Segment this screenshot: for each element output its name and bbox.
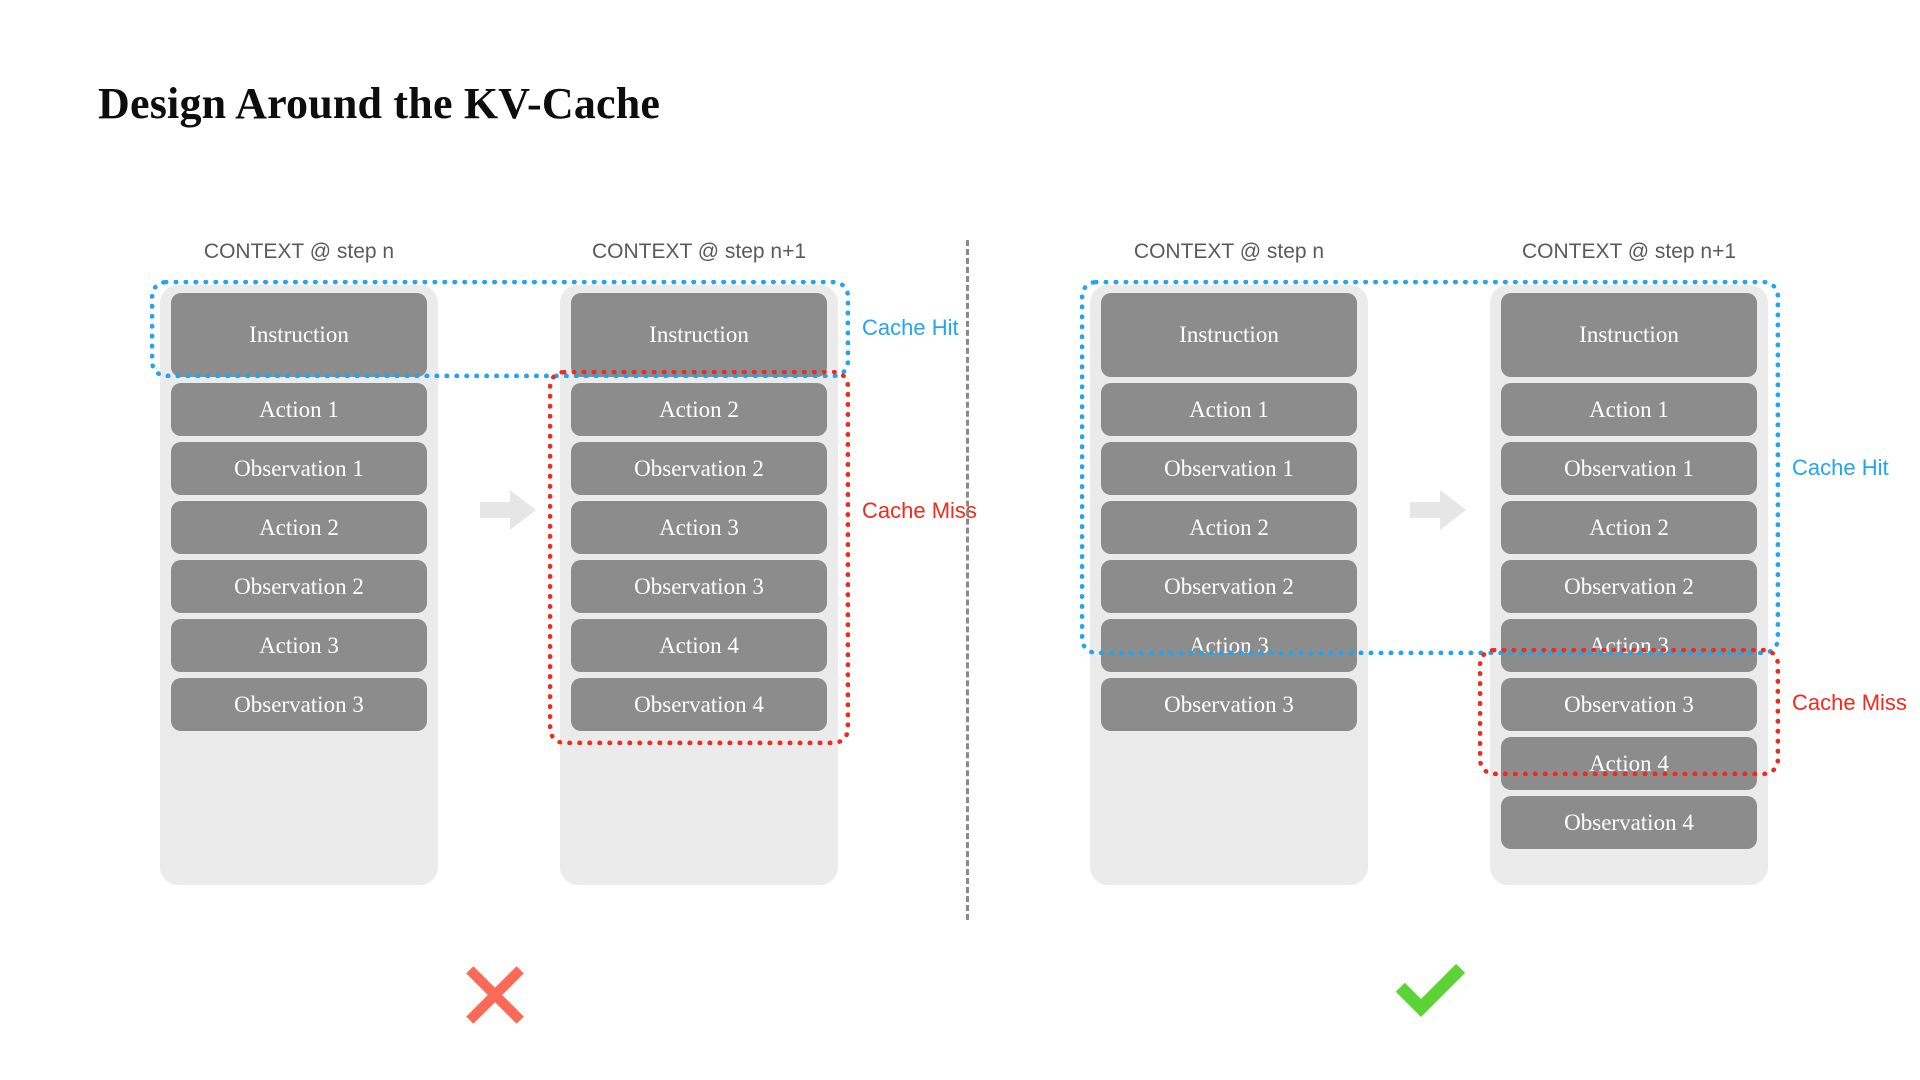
- cache-miss-label: Cache Miss: [862, 498, 977, 523]
- context-item-instruction[interactable]: Instruction: [1501, 293, 1757, 377]
- context-item-observation-2[interactable]: Observation 2: [571, 442, 827, 495]
- context-item-action-1[interactable]: Action 1: [1501, 383, 1757, 436]
- column-header-step-n: CONTEXT @ step n: [203, 240, 395, 263]
- context-item-action-4[interactable]: Action 4: [1501, 737, 1757, 790]
- context-item-action-2[interactable]: Action 2: [171, 501, 427, 554]
- context-item-action-4[interactable]: Action 4: [571, 619, 827, 672]
- context-item-observation-2[interactable]: Observation 2: [1501, 560, 1757, 613]
- context-item-observation-3[interactable]: Observation 3: [1101, 678, 1357, 731]
- context-item-observation-3[interactable]: Observation 3: [171, 678, 427, 731]
- context-item-instruction[interactable]: Instruction: [571, 293, 827, 377]
- context-item-instruction[interactable]: Instruction: [171, 293, 427, 377]
- context-item-action-3[interactable]: Action 3: [571, 501, 827, 554]
- context-item-observation-1[interactable]: Observation 1: [171, 442, 427, 495]
- context-item-action-2[interactable]: Action 2: [1501, 501, 1757, 554]
- transition-arrow-icon: [480, 490, 536, 530]
- context-item-observation-4[interactable]: Observation 4: [571, 678, 827, 731]
- arrow-head: [510, 490, 536, 530]
- cache-hit-label: Cache Hit: [1792, 455, 1889, 480]
- context-item-observation-2[interactable]: Observation 2: [171, 560, 427, 613]
- context-stack: Instruction Action 1 Observation 1 Actio…: [1090, 285, 1368, 885]
- context-item-action-2[interactable]: Action 2: [1101, 501, 1357, 554]
- panel-divider: [966, 240, 969, 920]
- arrow-shaft: [1410, 502, 1444, 518]
- context-item-observation-2[interactable]: Observation 2: [1101, 560, 1357, 613]
- context-item-action-3[interactable]: Action 3: [171, 619, 427, 672]
- context-item-observation-3[interactable]: Observation 3: [1501, 678, 1757, 731]
- context-item-instruction[interactable]: Instruction: [1101, 293, 1357, 377]
- column-header-step-n-plus-1: CONTEXT @ step n+1: [591, 240, 807, 263]
- check-mark-icon: [1385, 945, 1475, 1035]
- page-title: Design Around the KV-Cache: [98, 79, 661, 128]
- context-item-observation-1[interactable]: Observation 1: [1501, 442, 1757, 495]
- context-item-action-1[interactable]: Action 1: [1101, 383, 1357, 436]
- column-header-step-n: CONTEXT @ step n: [1133, 240, 1325, 263]
- context-item-observation-1[interactable]: Observation 1: [1101, 442, 1357, 495]
- cache-hit-label: Cache Hit: [862, 315, 959, 340]
- context-item-action-1[interactable]: Action 1: [171, 383, 427, 436]
- cross-mark-icon: [450, 950, 540, 1040]
- transition-arrow-icon: [1410, 490, 1466, 530]
- context-stack: Instruction Action 1 Observation 1 Actio…: [1490, 285, 1768, 885]
- arrow-head: [1440, 490, 1466, 530]
- context-item-action-3[interactable]: Action 3: [1501, 619, 1757, 672]
- cache-miss-label: Cache Miss: [1792, 690, 1907, 715]
- context-item-action-3[interactable]: Action 3: [1101, 619, 1357, 672]
- context-item-observation-3[interactable]: Observation 3: [571, 560, 827, 613]
- context-item-action-2[interactable]: Action 2: [571, 383, 827, 436]
- context-stack: Instruction Action 1 Observation 1 Actio…: [160, 285, 438, 885]
- arrow-shaft: [480, 502, 514, 518]
- column-header-step-n-plus-1: CONTEXT @ step n+1: [1521, 240, 1737, 263]
- context-stack: Instruction Action 2 Observation 2 Actio…: [560, 285, 838, 885]
- context-item-observation-4[interactable]: Observation 4: [1501, 796, 1757, 849]
